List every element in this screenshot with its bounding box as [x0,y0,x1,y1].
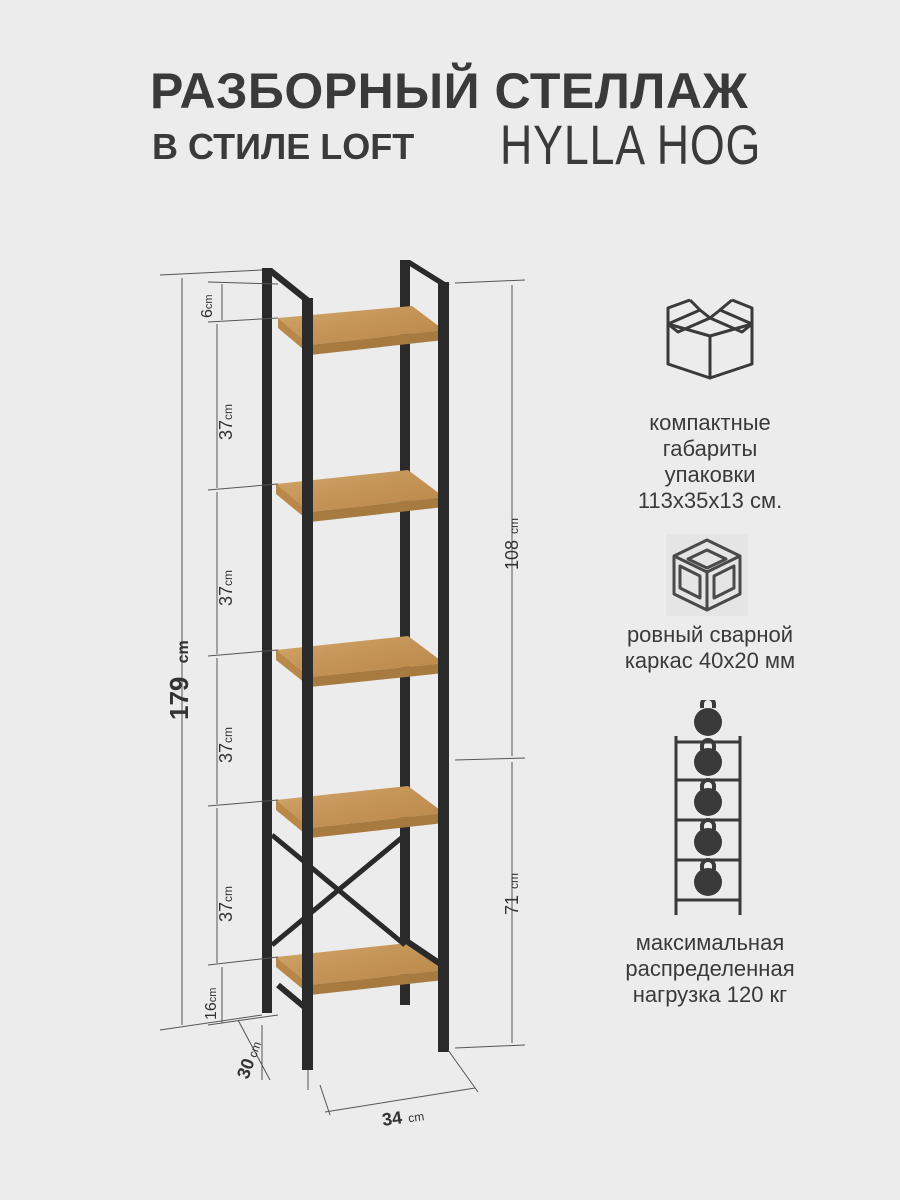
kettlebell-1 [694,700,722,736]
dim-shelf-gap-2: 37cm [216,570,236,606]
shelf-3 [276,636,444,687]
kettlebell-2 [694,738,722,776]
dim-top-gap: 6cm [199,294,216,318]
dim-height-total: 179 cm [164,640,194,720]
feature-packaging-text: компактные габариты упаковки 113х35х13 с… [637,410,783,513]
welded-frame-icon [666,534,748,616]
shelf-5 [276,943,444,995]
post-front-left [302,298,313,1070]
product-title: РАЗБОРНЫЙ СТЕЛЛАЖ [150,63,749,119]
side-bar-low [276,982,310,1013]
dim-shelf-gap-4: 37cm [216,886,236,922]
shelf-4 [276,786,444,838]
shelf-1 [278,306,444,355]
rack-weights-icon [674,700,742,915]
product-model: HYLLA HOG [500,113,762,176]
post-back-right [400,260,410,1005]
frame-top-left-bar [262,268,312,300]
product-subtitle: В СТИЛЕ LOFT [152,126,415,167]
dim-bottom-gap: 16cm [203,988,220,1020]
post-back-left [262,268,272,1013]
box-icon [666,298,754,380]
bottom-dimensions [237,1019,479,1116]
frame-top-right-bar [400,260,450,285]
kettlebell-3 [694,778,722,816]
shelf-diagram: 179 cm 6cm 37cm 37cm 37cm 37cm 16cm 108c… [159,260,526,1130]
dim-depth: 30cm [233,1038,265,1082]
cross-brace-b [270,833,407,947]
post-front-right [438,282,449,1052]
feature-frame-text: ровный сварной каркас 40х20 мм [624,622,796,673]
feature-load-text: максимальная распределенная нагрузка 120… [625,930,795,1007]
dim-shelf-gap-1: 37cm [216,404,236,440]
kettlebell-5 [694,858,722,896]
right-dimensions [454,279,526,1049]
dim-shelf-gap-3: 37cm [216,727,236,763]
dim-upper-section: 108cm [502,518,522,570]
shelf-2 [276,470,444,522]
kettlebell-4 [694,818,722,856]
side-bar-mid [403,937,444,968]
left-dimensions [159,269,279,1031]
dim-lower-section: 71cm [502,873,522,915]
